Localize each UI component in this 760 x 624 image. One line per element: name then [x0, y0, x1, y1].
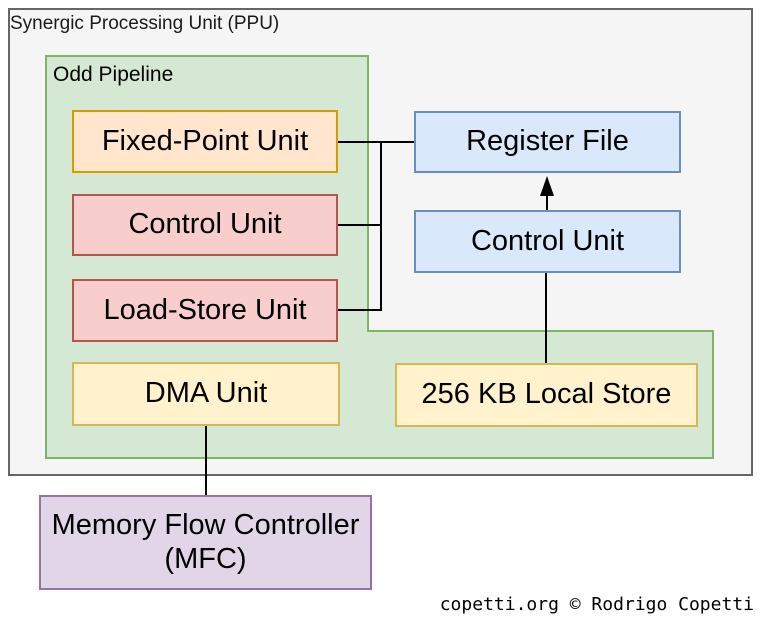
box-control-unit-odd: Control Unit: [72, 194, 338, 256]
box-dma-unit: DMA Unit: [72, 362, 340, 426]
box-load-store-unit: Load-Store Unit: [72, 279, 338, 342]
box-memory-flow-controller: Memory Flow Controller (MFC): [39, 495, 372, 590]
ppu-title: Synergic Processing Unit (PPU): [10, 13, 280, 34]
box-local-store: 256 KB Local Store: [395, 363, 698, 427]
box-fixed-point-unit: Fixed-Point Unit: [72, 110, 338, 173]
credit-text: copetti.org © Rodrigo Copetti: [439, 594, 754, 615]
odd-pipeline-title: Odd Pipeline: [53, 63, 174, 86]
box-register-file: Register File: [414, 111, 681, 173]
box-control-unit-main: Control Unit: [414, 210, 681, 273]
